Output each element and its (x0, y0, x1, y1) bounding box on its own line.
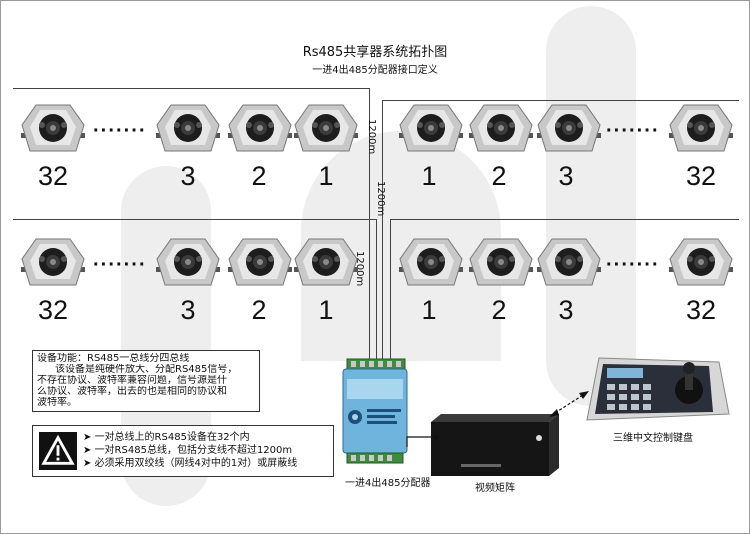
device-function-line: 该设备是纯硬件放大、分配RS485信号， (55, 364, 238, 375)
dome-camera-icon (396, 101, 466, 159)
bus-line-top-left (13, 88, 369, 89)
bus-line-bottom-left (13, 219, 376, 220)
dome-camera-icon (466, 101, 536, 159)
distance-label-2: 1200m (375, 181, 386, 217)
dome-camera-icon (534, 101, 604, 159)
video-matrix-label: 视频矩阵 (475, 483, 515, 494)
distance-label-3: 1200m (354, 251, 365, 287)
video-matrix-icon (431, 414, 559, 476)
dome-camera-icon (291, 101, 361, 159)
rs485-distributor-icon (342, 358, 408, 464)
camera-number: 2 (251, 161, 267, 191)
device-function-box: 设备功能：RS485一总线分四总线 该设备是纯硬件放大、分配RS485信号， 不… (32, 350, 260, 412)
camera-ellipsis: ······· (93, 120, 147, 142)
warning-icon (39, 432, 77, 470)
warning-item: ➤ 一对总线上的RS485设备在32个内 (83, 432, 250, 443)
dome-camera-icon (534, 235, 604, 293)
camera-number: 2 (251, 295, 267, 325)
control-keyboard-icon (586, 357, 730, 421)
link-matrix-to-keyboard (549, 391, 589, 417)
bus-line-bottom-right (390, 219, 739, 220)
bus-trunk-3 (382, 100, 383, 361)
background-logo-right (546, 6, 636, 406)
camera-number: 2 (491, 161, 507, 191)
dome-camera-icon (225, 101, 295, 159)
camera-number: 32 (37, 295, 69, 325)
dome-camera-icon (18, 235, 88, 293)
warning-list: ➤ 一对总线上的RS485设备在32个内 ➤ 一对RS485总线，包括分支线不超… (83, 431, 297, 470)
keyboard-label: 三维中文控制键盘 (613, 433, 693, 444)
dome-camera-icon (153, 101, 223, 159)
camera-number: 3 (180, 295, 196, 325)
camera-number: 32 (685, 161, 717, 191)
link-distributor-to-matrix (406, 433, 439, 447)
bus-trunk-2 (376, 219, 377, 361)
dome-camera-icon (225, 235, 295, 293)
bus-trunk-1 (369, 88, 370, 361)
camera-number: 2 (491, 295, 507, 325)
warning-item: ➤ 必须采用双绞线（网线4对中的1对）或屏蔽线 (83, 458, 298, 469)
camera-ellipsis: ······· (606, 254, 660, 276)
dome-camera-icon (666, 235, 736, 293)
arrow-right-icon: ➤ (83, 445, 95, 456)
dome-camera-icon (291, 235, 361, 293)
dome-camera-icon (466, 235, 536, 293)
camera-number: 32 (685, 295, 717, 325)
device-function-heading: 设备功能：RS485一总线分四总线 (37, 353, 190, 364)
dome-camera-icon (666, 101, 736, 159)
dome-camera-icon (18, 101, 88, 159)
camera-number: 32 (37, 161, 69, 191)
arrow-right-icon: ➤ (83, 458, 95, 469)
camera-number: 1 (318, 295, 334, 325)
distributor-label: 一进4出485分配器 (345, 478, 431, 489)
camera-ellipsis: ······· (93, 254, 147, 276)
diagram-subtitle: 一进4出485分配器接口定义 (312, 65, 438, 76)
camera-number: 1 (421, 295, 437, 325)
camera-number: 3 (558, 295, 574, 325)
diagram-title: Rs485共享器系统拓扑图 (302, 45, 448, 60)
distance-label-1: 1200m (366, 119, 377, 155)
bus-trunk-4 (390, 219, 391, 361)
camera-number: 3 (558, 161, 574, 191)
dome-camera-icon (153, 235, 223, 293)
device-function-line: 不存在协议、波特率兼容问题，信号源是什 (37, 375, 227, 386)
device-function-line: 么协议、波特率，出去的也是相同的协议和 (37, 386, 227, 397)
camera-number: 1 (421, 161, 437, 191)
arrow-right-icon: ➤ (83, 432, 95, 443)
bus-line-top-right (382, 100, 739, 101)
camera-ellipsis: ······· (606, 120, 660, 142)
camera-number: 3 (180, 161, 196, 191)
camera-number: 1 (318, 161, 334, 191)
device-function-line: 波特率。 (37, 397, 77, 408)
dome-camera-icon (396, 235, 466, 293)
warning-box: ➤ 一对总线上的RS485设备在32个内 ➤ 一对RS485总线，包括分支线不超… (32, 425, 334, 477)
warning-item: ➤ 一对RS485总线，包括分支线不超过1200m (83, 445, 293, 456)
